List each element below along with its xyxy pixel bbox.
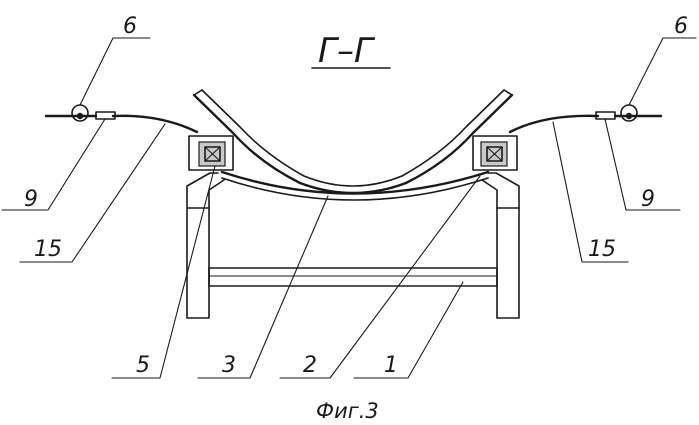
right-connector xyxy=(615,105,661,121)
leader-1 xyxy=(354,282,463,378)
left-clamp xyxy=(189,136,233,170)
callout-6-right: 6 xyxy=(674,14,688,39)
callout-3: 3 xyxy=(222,353,236,378)
callout-6-left: 6 xyxy=(123,14,137,39)
left-bracket xyxy=(187,173,218,208)
trough-belt-inner xyxy=(202,90,504,186)
right-bracket-inner xyxy=(482,180,497,208)
leader-5 xyxy=(112,166,215,378)
right-cable xyxy=(510,116,598,132)
callout-9-right: 9 xyxy=(641,187,655,212)
frame-cross-beam xyxy=(209,268,497,286)
figure-caption: Фиг.3 xyxy=(316,399,379,423)
right-clamp xyxy=(473,136,517,170)
trough-belt-right-edge xyxy=(504,90,512,95)
support-strip-lower xyxy=(222,178,488,200)
frame-right-post xyxy=(497,208,519,318)
leader-6-right xyxy=(629,38,696,105)
callout-5: 5 xyxy=(136,353,150,378)
left-cable xyxy=(113,116,197,132)
section-title: Г–Г xyxy=(318,31,376,71)
trough-belt-left-edge xyxy=(194,90,202,95)
support-strip-upper xyxy=(222,172,488,194)
callout-15-right: 15 xyxy=(588,237,616,262)
left-connector xyxy=(46,105,96,121)
left-bracket-inner xyxy=(209,180,224,208)
leader-9-left xyxy=(2,119,105,210)
leader-3 xyxy=(198,196,328,378)
callout-1: 1 xyxy=(384,353,398,378)
callout-9-left: 9 xyxy=(24,187,38,212)
callout-15-left: 15 xyxy=(34,237,62,262)
leader-2 xyxy=(280,176,480,378)
callout-2: 2 xyxy=(303,353,317,378)
leader-6-left xyxy=(80,38,150,105)
right-bracket xyxy=(488,173,519,208)
frame xyxy=(187,173,519,318)
